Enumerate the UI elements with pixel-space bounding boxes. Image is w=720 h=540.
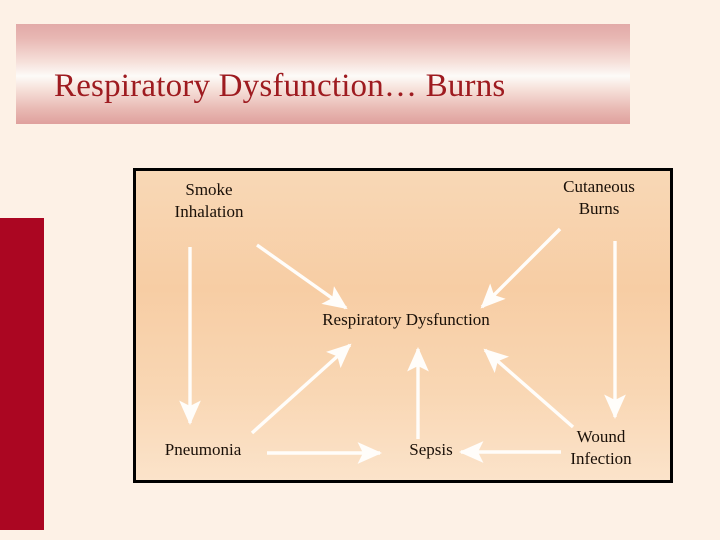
node-wound-infection: Wound Infection bbox=[570, 427, 632, 468]
node-pneumonia: Pneumonia bbox=[164, 440, 242, 459]
node-smoke-inhalation: Smoke Inhalation bbox=[174, 180, 244, 221]
arrow-pneumonia-to-respiratory-dysfunction bbox=[250, 343, 352, 435]
title-banner: Respiratory Dysfunction… Burns bbox=[16, 24, 630, 124]
arrow-smoke-to-respiratory-dysfunction bbox=[256, 243, 348, 310]
arrow-cutaneous-to-respiratory-dysfunction bbox=[480, 227, 562, 309]
arrow-wound-to-respiratory-dysfunction bbox=[483, 348, 575, 429]
diagram-container: Smoke Inhalation Cutaneous Burns Respira… bbox=[133, 168, 673, 483]
left-accent-bar bbox=[0, 218, 44, 530]
node-cutaneous-burns: Cutaneous Burns bbox=[563, 177, 635, 218]
node-respiratory-dysfunction: Respiratory Dysfunction bbox=[322, 310, 490, 329]
page-title: Respiratory Dysfunction… Burns bbox=[54, 68, 506, 104]
node-sepsis: Sepsis bbox=[409, 440, 453, 459]
